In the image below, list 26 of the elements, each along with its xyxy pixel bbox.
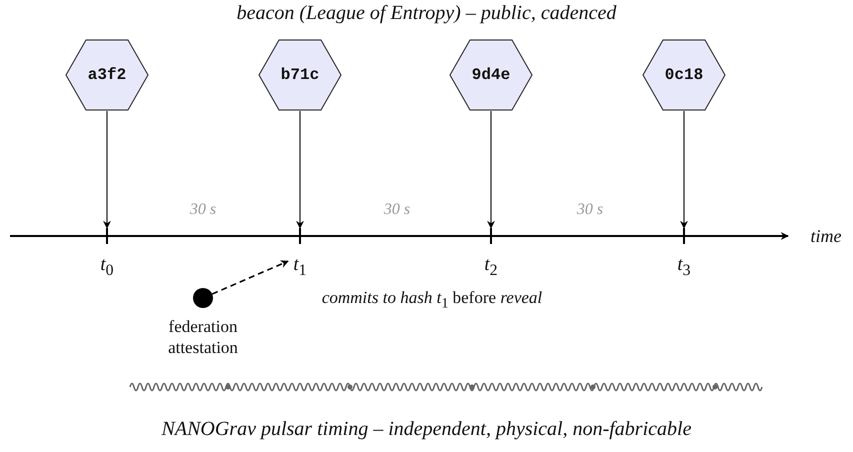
attestation-dot	[193, 288, 213, 308]
interval-label: 30 s	[382, 201, 412, 219]
hash-hexagon	[258, 39, 342, 111]
tick-label: t$_{3}$	[676, 254, 692, 280]
hash-text: 0c18	[664, 66, 704, 84]
hash-hexagon	[449, 39, 533, 111]
tick-label: t$_{2}$	[483, 254, 499, 280]
diagram-caption: NANOGrav pulsar timing – independent, physical, non-fabricable	[160, 418, 692, 441]
axis-label: time	[810, 226, 842, 247]
hash-hexagon	[642, 39, 726, 111]
arrow	[212, 260, 289, 295]
diagram-title: beacon (League of Entropy) – public, cadenced	[236, 2, 618, 25]
arrow	[103, 110, 111, 229]
node-caption: federation attestation	[167, 316, 239, 358]
arrow	[487, 110, 495, 229]
arrow	[296, 110, 304, 229]
tick-label: t$_{1}$	[292, 254, 308, 280]
hash-text: b71c	[280, 66, 320, 84]
tick-label: t$_{0}$	[99, 254, 115, 280]
hash-hexagon	[65, 39, 149, 111]
note-text: commits to hash t$_{1}$ before reveal	[320, 288, 544, 312]
hash-text: 9d4e	[472, 66, 510, 84]
arrow	[680, 110, 688, 229]
interval-label: 30 s	[576, 201, 604, 219]
hash-text: a3f2	[88, 66, 126, 84]
interval-label: 30 s	[188, 201, 218, 219]
